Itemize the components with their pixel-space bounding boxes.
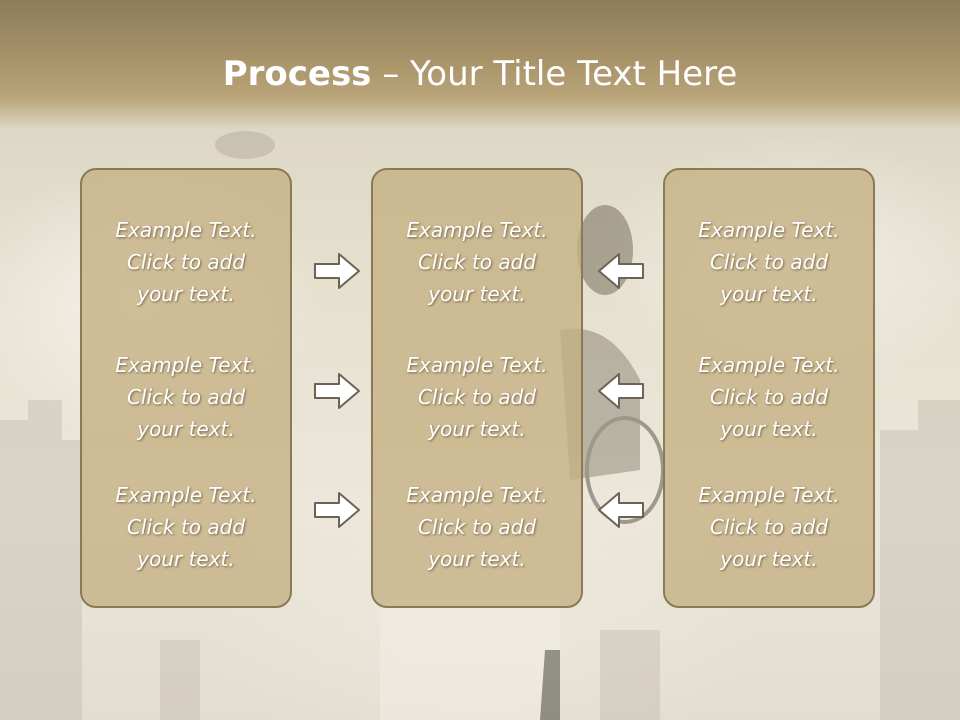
title-rest: – Your Title Text Here: [371, 54, 738, 94]
text-placeholder[interactable]: Example Text. Click to add your text.: [373, 479, 581, 575]
text-line: Example Text.: [115, 483, 257, 507]
text-placeholder[interactable]: Example Text. Click to add your text.: [82, 214, 290, 310]
text-line: Example Text.: [406, 353, 548, 377]
text-placeholder[interactable]: Example Text. Click to add your text.: [373, 214, 581, 310]
title-bar: [0, 0, 960, 130]
text-placeholder[interactable]: Example Text. Click to add your text.: [373, 349, 581, 445]
text-line: Example Text.: [406, 218, 548, 242]
text-line: Example Text.: [698, 218, 840, 242]
text-placeholder[interactable]: Example Text. Click to add your text.: [82, 349, 290, 445]
text-line: Click to add: [126, 385, 246, 409]
text-line: your text.: [137, 547, 235, 571]
text-line: Click to add: [417, 250, 537, 274]
text-line: Click to add: [417, 385, 537, 409]
text-line: your text.: [720, 282, 818, 306]
right-arrow-icon[interactable]: [313, 251, 361, 291]
text-line: your text.: [137, 282, 235, 306]
text-line: your text.: [137, 417, 235, 441]
process-box-middle[interactable]: Example Text. Click to add your text. Ex…: [371, 168, 583, 608]
slide-title[interactable]: Process – Your Title Text Here: [0, 52, 960, 96]
text-line: your text.: [428, 282, 526, 306]
text-line: Click to add: [709, 385, 829, 409]
text-placeholder[interactable]: Example Text. Click to add your text.: [82, 479, 290, 575]
left-arrow-icon[interactable]: [597, 251, 645, 291]
text-line: Click to add: [709, 515, 829, 539]
title-bold: Process: [222, 54, 372, 94]
text-line: Example Text.: [115, 218, 257, 242]
left-arrow-icon[interactable]: [597, 490, 645, 530]
text-line: your text.: [720, 547, 818, 571]
process-box-right[interactable]: Example Text. Click to add your text. Ex…: [663, 168, 875, 608]
text-line: Example Text.: [115, 353, 257, 377]
text-line: Example Text.: [698, 483, 840, 507]
left-arrow-icon[interactable]: [597, 371, 645, 411]
text-line: your text.: [428, 417, 526, 441]
right-arrow-icon[interactable]: [313, 371, 361, 411]
text-line: your text.: [720, 417, 818, 441]
text-line: Example Text.: [698, 353, 840, 377]
text-line: Click to add: [126, 250, 246, 274]
text-line: your text.: [428, 547, 526, 571]
text-placeholder[interactable]: Example Text. Click to add your text.: [665, 349, 873, 445]
text-line: Click to add: [417, 515, 537, 539]
text-placeholder[interactable]: Example Text. Click to add your text.: [665, 479, 873, 575]
text-line: Click to add: [126, 515, 246, 539]
text-line: Example Text.: [406, 483, 548, 507]
right-arrow-icon[interactable]: [313, 490, 361, 530]
text-placeholder[interactable]: Example Text. Click to add your text.: [665, 214, 873, 310]
text-line: Click to add: [709, 250, 829, 274]
process-box-left[interactable]: Example Text. Click to add your text. Ex…: [80, 168, 292, 608]
